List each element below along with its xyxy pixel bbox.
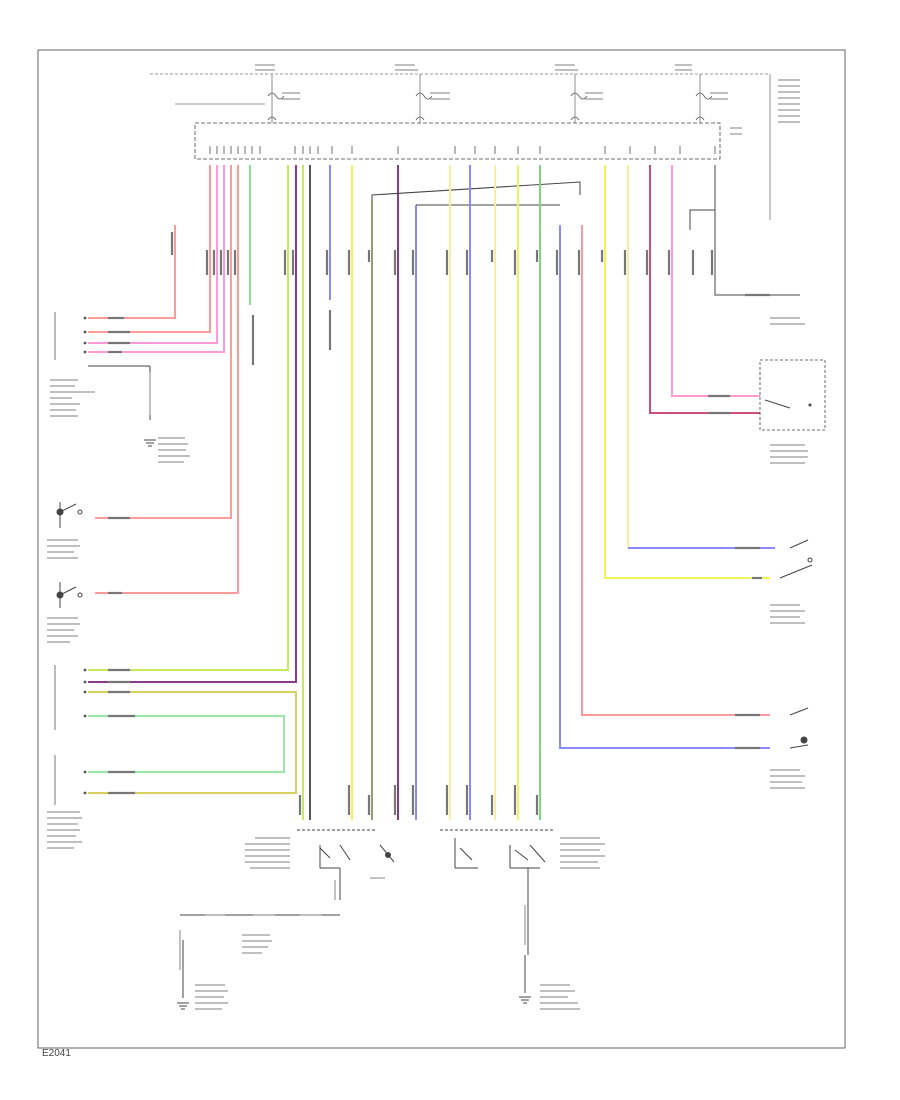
wire-red-2 (88, 165, 211, 333)
wire-pink-3 (671, 165, 760, 397)
component-label-marks (47, 317, 808, 1010)
back-door-switch (789, 707, 809, 749)
ground-symbol-left (144, 439, 156, 447)
right-door-switch (56, 582, 83, 608)
wire-code-marks (108, 232, 770, 815)
wire-black-loop (371, 181, 581, 820)
fuse-symbols (267, 92, 713, 121)
wire-black-right-2 (689, 209, 715, 230)
wire-violet-red-1 (649, 165, 760, 414)
wire-black-right (714, 165, 800, 296)
wire-blue-4 (559, 225, 770, 749)
wire-pink-1 (88, 165, 218, 344)
wire-light-green-1 (88, 715, 285, 773)
door-lock-control-relay (759, 359, 826, 431)
wire-red-4 (95, 165, 239, 594)
junction-pin-marks (209, 146, 716, 154)
right-door-lock-motor (440, 829, 555, 955)
tiny-text-marks (255, 64, 800, 135)
left-door-switch (56, 502, 83, 528)
wire-ochre-1 (88, 691, 297, 794)
left-door-lock-motor (297, 829, 395, 900)
wire-red-5 (581, 225, 770, 716)
wire-yellow-3 (604, 165, 770, 579)
junction-block (194, 122, 721, 160)
passenger-switch-connector (54, 665, 87, 805)
unlock-detection-switch (779, 539, 813, 579)
wire-dark-1 (88, 165, 297, 683)
diagram-frame (37, 49, 846, 1049)
diagram-code-label: E2041 (42, 1048, 71, 1059)
wire-yellow-green-1 (88, 165, 289, 671)
wire-pink-2 (88, 165, 225, 353)
power-feed-lines (150, 73, 771, 220)
wire-red-1 (88, 225, 176, 319)
ground-connector-right (519, 955, 531, 1004)
wire-red-3 (95, 165, 232, 519)
ground-connector-left (177, 914, 340, 1010)
